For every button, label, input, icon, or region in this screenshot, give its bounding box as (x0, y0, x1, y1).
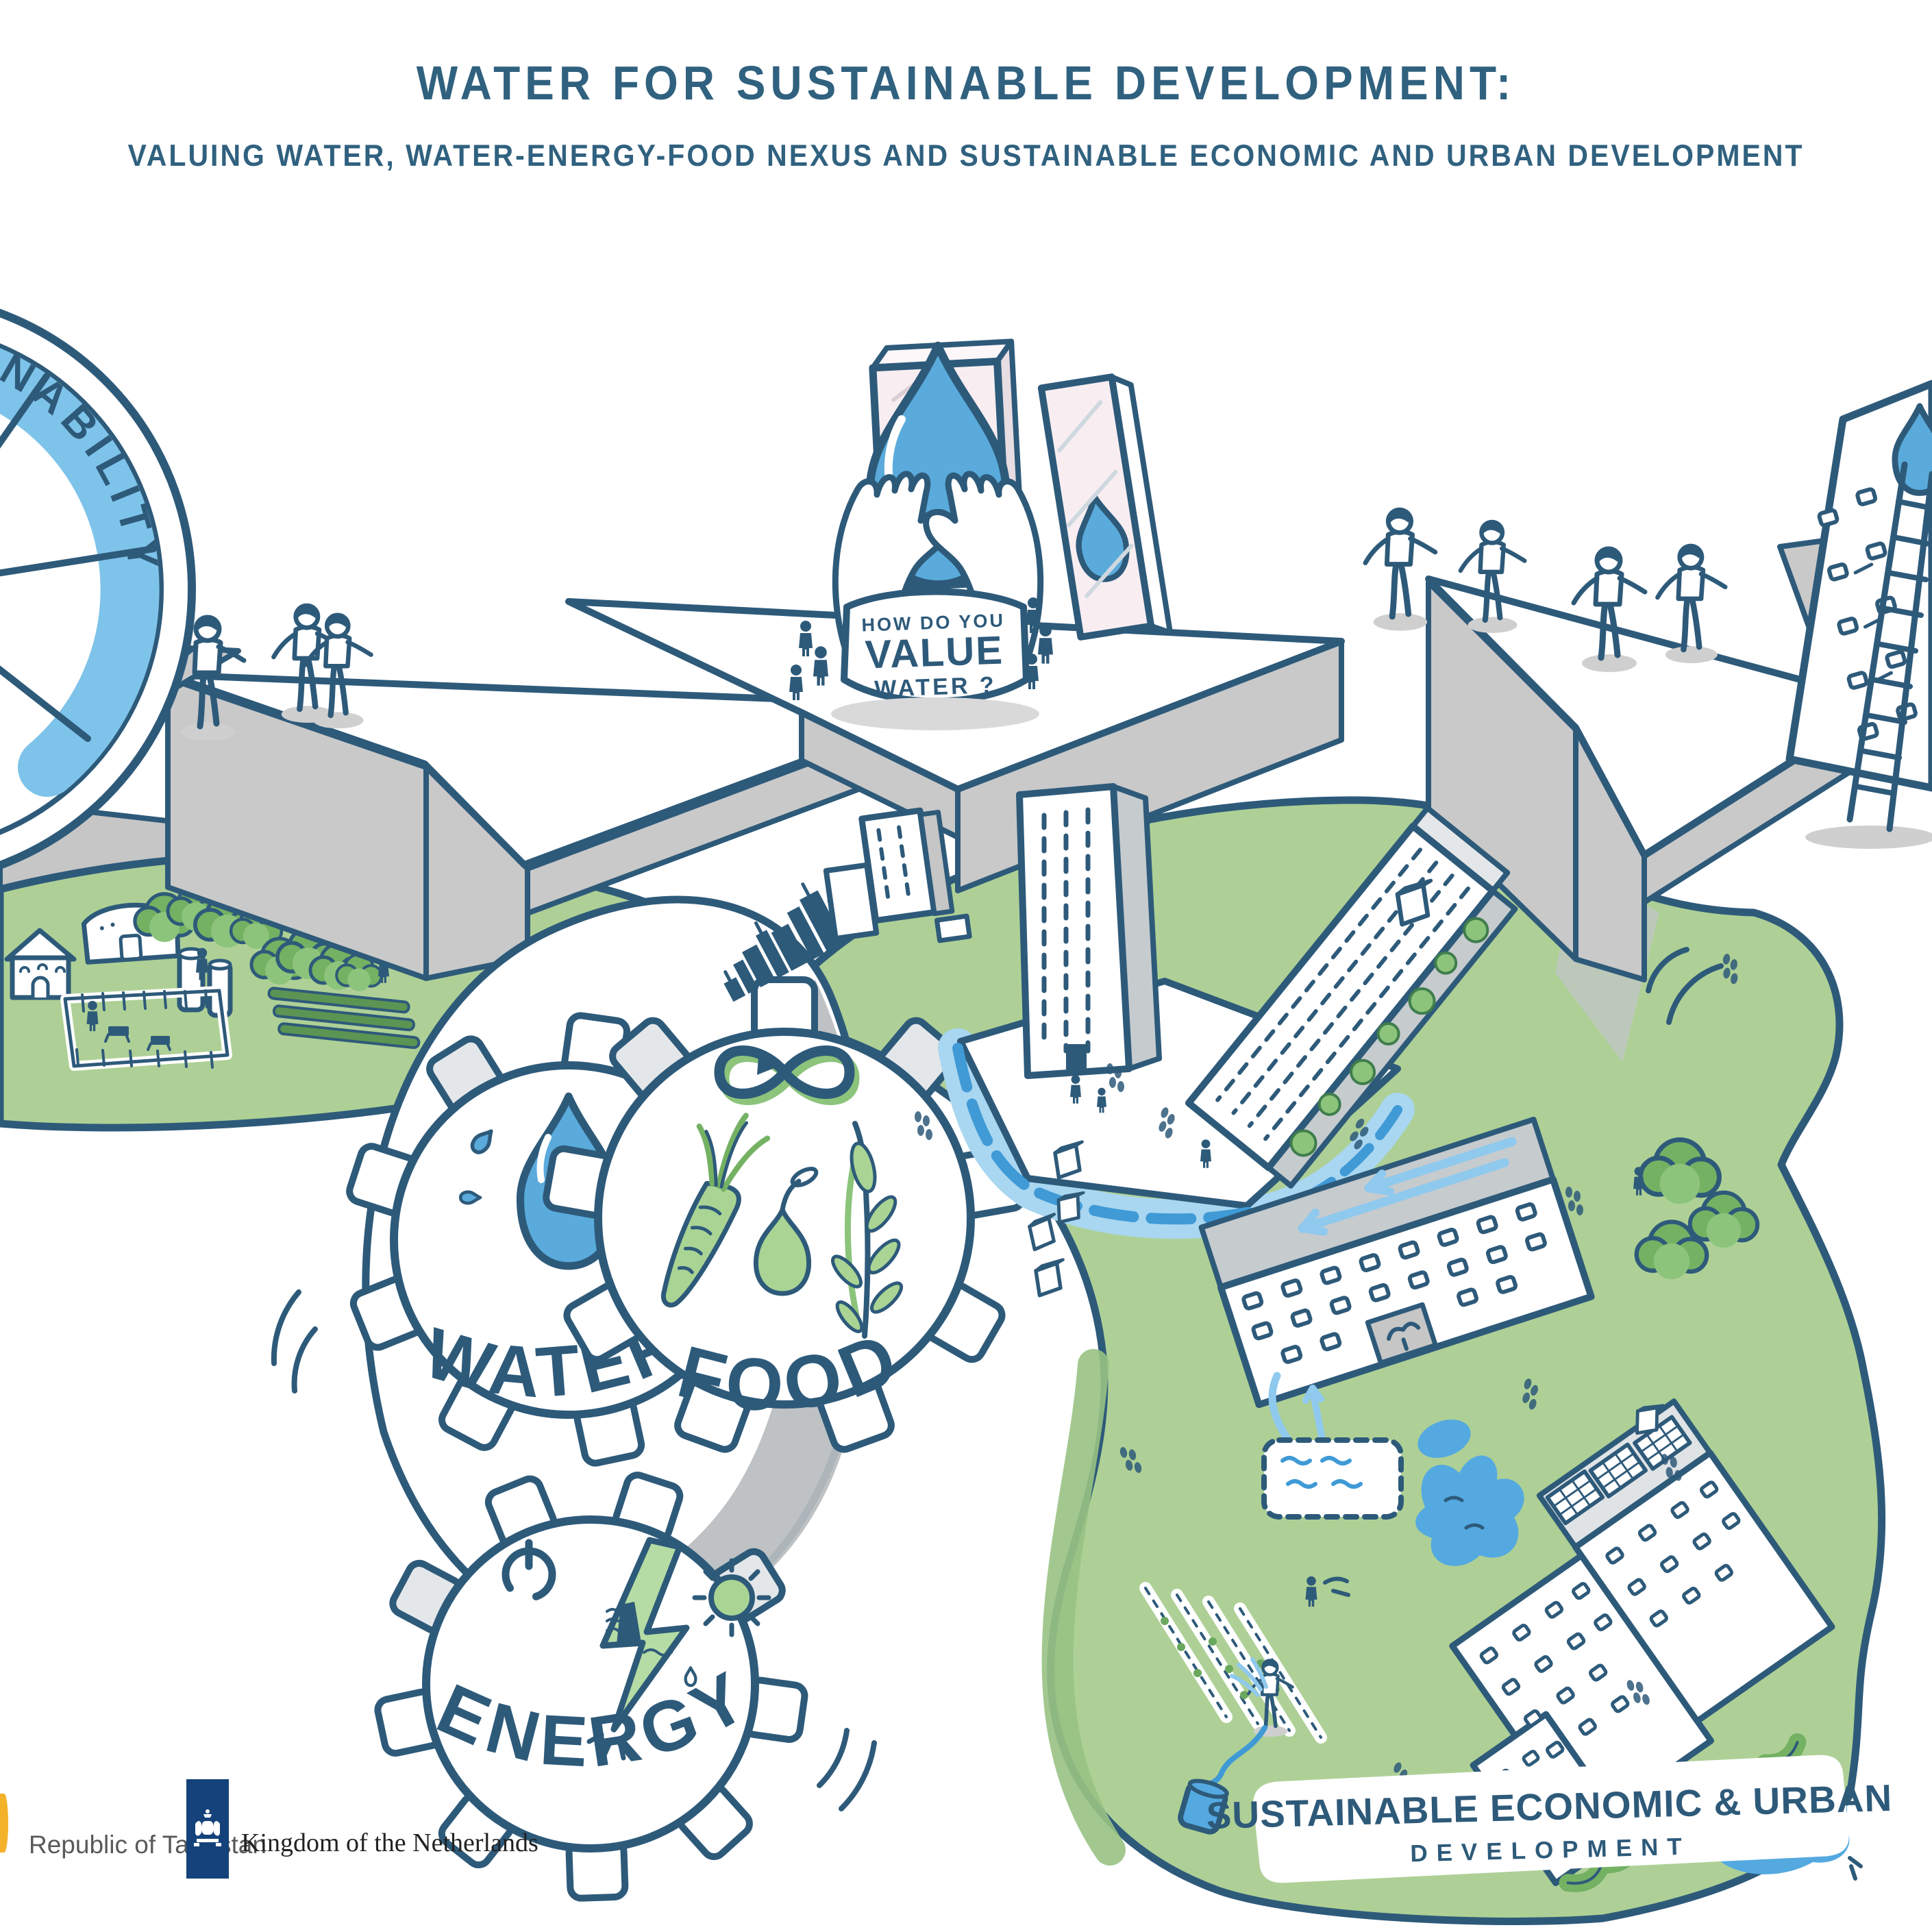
power-button-icon (501, 1539, 556, 1602)
farm-house (4, 928, 77, 1000)
energy-gear: ENERGY (374, 1472, 877, 1902)
faucet-icon (1387, 1322, 1421, 1351)
dam-icon (617, 1602, 641, 1644)
paddock-fence (60, 986, 232, 1071)
water-barrel (1178, 1779, 1229, 1835)
sun-icon (692, 1558, 771, 1637)
entrance (1365, 1302, 1438, 1365)
food-gear: FOOD (543, 976, 1026, 1453)
crop-strips (267, 987, 421, 1050)
development-banner: SUSTAINABLE ECONOMIC & URBAN DEVELOPMENT (1206, 1755, 1893, 1883)
carrot-icon (660, 1113, 771, 1308)
cow (147, 1036, 171, 1051)
wheel-band (0, 348, 160, 797)
cow (104, 1026, 130, 1043)
page-title: WATER FOR SUSTAINABLE DEVELOPMENT: (416, 56, 1516, 110)
underground-tank (1261, 1437, 1404, 1520)
pear-icon (753, 1167, 819, 1296)
page-subtitle: VALUING WATER, WATER-ENERGY-FOOD NEXUS A… (127, 138, 1805, 173)
motion-arcs (817, 1728, 877, 1811)
pedestal-shadow (831, 697, 1039, 730)
arrow-3 (1425, 575, 1887, 858)
infinity-loop-icon (714, 1045, 860, 1105)
water-spray (1230, 1657, 1268, 1697)
wheel-spokes (0, 373, 157, 742)
lightning-bolt-icon (586, 1537, 695, 1761)
tajikistan-emblem-icon (0, 1794, 8, 1853)
sign-line-1: HOW DO YOU (861, 610, 1005, 635)
recycle-arrows (1298, 1169, 1394, 1236)
wheat-branch-icon (831, 1121, 904, 1339)
mirror-panel-icon (1037, 373, 1174, 641)
arrow-1 (164, 671, 956, 868)
office-building (1198, 1116, 1758, 1520)
community-garden (1139, 1576, 1350, 1835)
sign-line-2: VALUE (865, 628, 1004, 677)
skyscraper (1016, 783, 1162, 1079)
sustainability-wheel: NABILITY (0, 308, 196, 870)
sign-line-3: WATER ? (874, 672, 998, 702)
netherlands-logo (186, 1779, 229, 1879)
motion-arcs (271, 1289, 318, 1394)
right-tower (1785, 380, 1932, 849)
green-vine (1289, 917, 1489, 1157)
value-water-monument: HOW DO YOU VALUE WATER ? (789, 338, 1174, 730)
netherlands-label: Kingdom of the Netherlands (241, 1829, 538, 1857)
ladder-icon (1805, 461, 1932, 849)
person-figure (1365, 508, 1435, 630)
tajikistan-label: Republic of Tajikistan (29, 1831, 267, 1859)
water-pipe (1268, 1372, 1292, 1444)
signal-arcs (1646, 947, 1724, 1025)
pedestal-sign: HOW DO YOU VALUE WATER ? (861, 610, 1005, 702)
office-pond (1415, 1419, 1524, 1566)
ridge-buildings (823, 807, 972, 943)
netherlands-coat-of-arms-icon (194, 1809, 221, 1846)
